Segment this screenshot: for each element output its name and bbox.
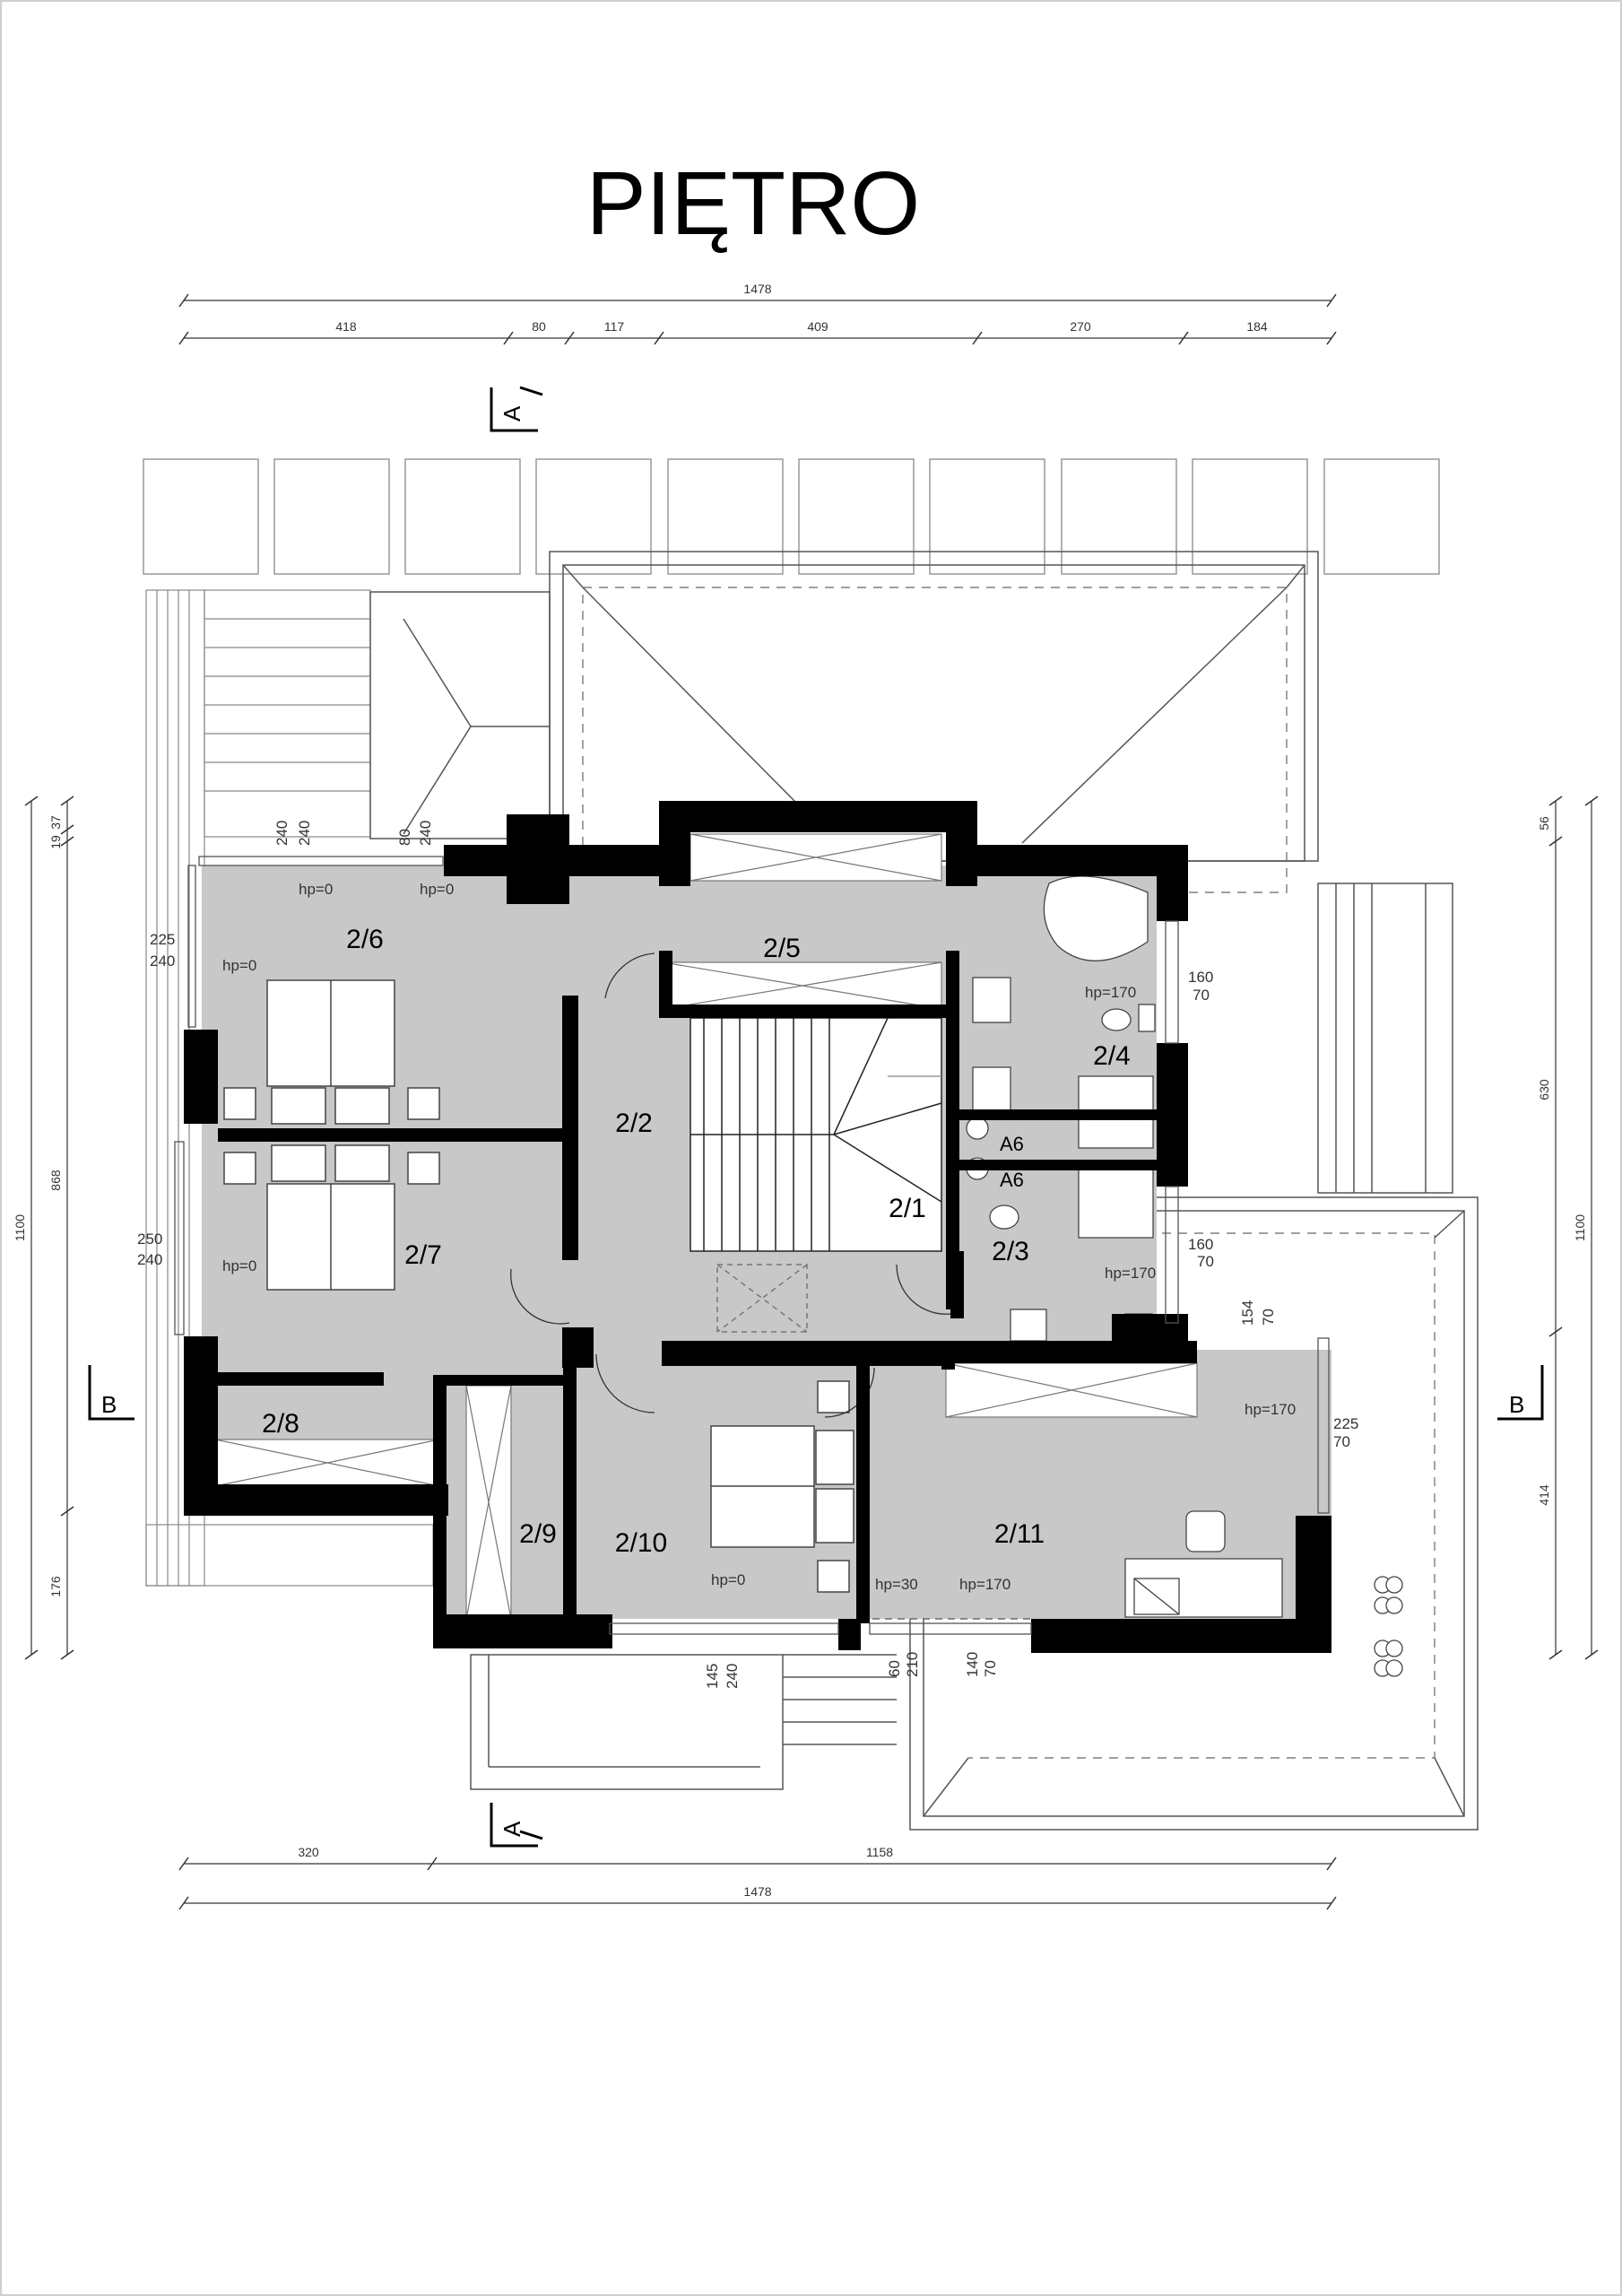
win-dim: 240 [724, 1664, 741, 1689]
room-2-4: 2/4 [1093, 1041, 1131, 1071]
dim-top-seg-5: 270 [1070, 319, 1091, 334]
hp-label: hp=0 [222, 957, 256, 974]
hp-label: hp=30 [875, 1576, 918, 1593]
win-dim: 145 [704, 1664, 721, 1689]
room-2-5: 2/5 [763, 934, 801, 963]
height-labels: hp=0 hp=0 hp=0 hp=0 hp=0 hp=30 hp=170 hp… [222, 881, 1296, 1593]
hp-label: hp=0 [711, 1571, 745, 1588]
dim-left-seg-1: 37 [48, 815, 63, 830]
hp-label: hp=170 [959, 1576, 1010, 1593]
win-dim: 250 [137, 1231, 162, 1248]
dim-right-total: 1100 [1573, 1214, 1587, 1241]
section-b-right: B [1509, 1391, 1524, 1418]
wardrobes [214, 833, 1198, 1620]
vent-label: A6 [1000, 1133, 1024, 1155]
dim-top-seg-3: 117 [604, 319, 625, 334]
win-dim: 210 [904, 1652, 921, 1677]
section-markers [88, 386, 1544, 1848]
dim-left-seg-4: 176 [48, 1576, 63, 1597]
room-2-2: 2/2 [615, 1109, 653, 1138]
hp-label: hp=170 [1105, 1265, 1156, 1282]
win-dim: 240 [296, 821, 313, 846]
win-dim: 70 [1333, 1433, 1350, 1450]
dim-top-seg-6: 184 [1246, 319, 1268, 334]
dim-top-seg-4: 409 [807, 319, 828, 334]
dimension-texts: 1478 418 80 117 409 270 184 320 1158 147… [13, 282, 1587, 1899]
dim-top-total: 1478 [743, 282, 771, 296]
dimension-lines [30, 300, 1592, 1904]
win-dim: 80 [396, 829, 413, 846]
win-dim: 60 [886, 1660, 903, 1677]
room-2-3: 2/3 [992, 1237, 1029, 1266]
dim-left-seg-2: 19 [48, 835, 63, 849]
win-dim: 70 [1193, 987, 1210, 1004]
win-dim: 140 [964, 1652, 981, 1677]
section-b-left: B [101, 1391, 117, 1418]
windows [174, 856, 1330, 1635]
win-dim: 154 [1239, 1300, 1256, 1326]
win-dim: 70 [1197, 1253, 1214, 1270]
room-2-9: 2/9 [519, 1519, 557, 1549]
staircase [690, 1017, 942, 1333]
dim-right-seg-3: 414 [1537, 1484, 1551, 1506]
hp-label: hp=170 [1245, 1401, 1296, 1418]
hp-label: hp=0 [420, 881, 454, 898]
dim-bottom-seg-1: 320 [298, 1845, 319, 1859]
paving-slabs [143, 458, 1440, 575]
hp-label: hp=0 [299, 881, 333, 898]
win-dim: 240 [150, 952, 175, 970]
dim-top-seg-1: 418 [335, 319, 357, 334]
hp-label: hp=0 [222, 1257, 256, 1274]
win-dim: 70 [982, 1660, 999, 1677]
dim-left-total: 1100 [13, 1214, 27, 1241]
section-letters: A A B B [101, 405, 1524, 1837]
vent-label: A6 [1000, 1169, 1024, 1191]
dim-right-seg-2: 630 [1537, 1079, 1551, 1100]
room-2-7: 2/7 [404, 1240, 442, 1270]
room-labels: 2/1 2/2 2/3 2/4 2/5 2/6 2/7 2/8 2/9 2/10… [262, 925, 1131, 1558]
section-a-bottom: A [499, 1821, 525, 1837]
dim-bottom-total: 1478 [743, 1884, 771, 1899]
win-dim: 70 [1260, 1309, 1277, 1326]
section-a-top: A [499, 405, 525, 422]
dim-bottom-seg-2: 1158 [866, 1845, 893, 1859]
vent-labels: A6 A6 [1000, 1133, 1024, 1191]
beds [223, 979, 854, 1593]
win-dim: 160 [1188, 969, 1213, 986]
window-dimension-labels: 240 240 80 240 225 240 250 240 160 70 16… [137, 821, 1358, 1689]
win-dim: 225 [150, 931, 175, 948]
win-dim: 240 [417, 821, 434, 846]
door-swings [510, 952, 951, 1418]
office-furniture [1124, 1510, 1403, 1677]
dimension-ticks [24, 293, 1599, 1910]
room-2-8: 2/8 [262, 1409, 299, 1439]
win-dim: 225 [1333, 1415, 1358, 1432]
win-dim: 240 [137, 1251, 162, 1268]
room-2-10: 2/10 [615, 1528, 667, 1558]
room-2-1: 2/1 [889, 1194, 926, 1223]
walls [184, 801, 1331, 1653]
dim-top-seg-2: 80 [532, 319, 546, 334]
dim-left-seg-3: 868 [48, 1170, 63, 1191]
win-dim: 240 [273, 821, 291, 846]
hp-label: hp=170 [1085, 984, 1136, 1001]
win-dim: 160 [1188, 1236, 1213, 1253]
dim-right-seg-1: 56 [1537, 816, 1551, 831]
plan-title: PIĘTRO [585, 153, 921, 254]
room-2-11: 2/11 [994, 1519, 1045, 1549]
room-2-6: 2/6 [346, 925, 384, 954]
